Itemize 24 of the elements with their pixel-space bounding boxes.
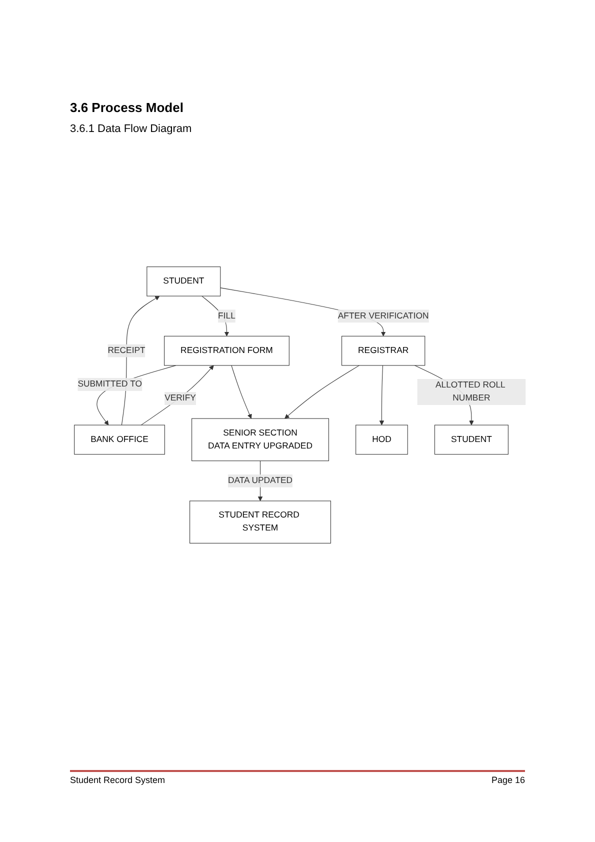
node-box: HOD (356, 424, 408, 455)
arrow (140, 365, 214, 426)
page-number: Page 16 (491, 775, 525, 785)
node-box: STUDENT (434, 424, 508, 455)
node-box: STUDENT (146, 266, 221, 296)
node-box: REGISTRATION FORM (164, 336, 290, 366)
page-heading: 3.6 Process Model (70, 100, 184, 115)
edge-label: FILL (218, 311, 236, 320)
section-subheading: 3.6.1 Data Flow Diagram (70, 123, 192, 135)
node-box: SENIOR SECTION DATA ENTRY UPGRADED (192, 418, 329, 462)
edge-label: RECEIPT (108, 346, 146, 356)
edge-label: VERIFY (164, 394, 196, 403)
arrow (284, 365, 360, 419)
node-box: BANK OFFICE (74, 424, 165, 455)
arrow (202, 296, 230, 336)
node-box: REGISTRAR (342, 336, 426, 366)
footer-text: Student Record System (70, 775, 166, 785)
edge-label: DATA UPDATED (228, 476, 293, 486)
node-box: STUDENT RECORD SYSTEM (190, 500, 331, 544)
edge-label: AFTER VERIFICATION (338, 311, 429, 320)
arrow (379, 365, 384, 426)
edge-label: SUBMITTED TO (78, 380, 142, 389)
edge-label: ALLOTTED ROLL NUMBER (435, 380, 506, 403)
arrow (231, 365, 252, 419)
